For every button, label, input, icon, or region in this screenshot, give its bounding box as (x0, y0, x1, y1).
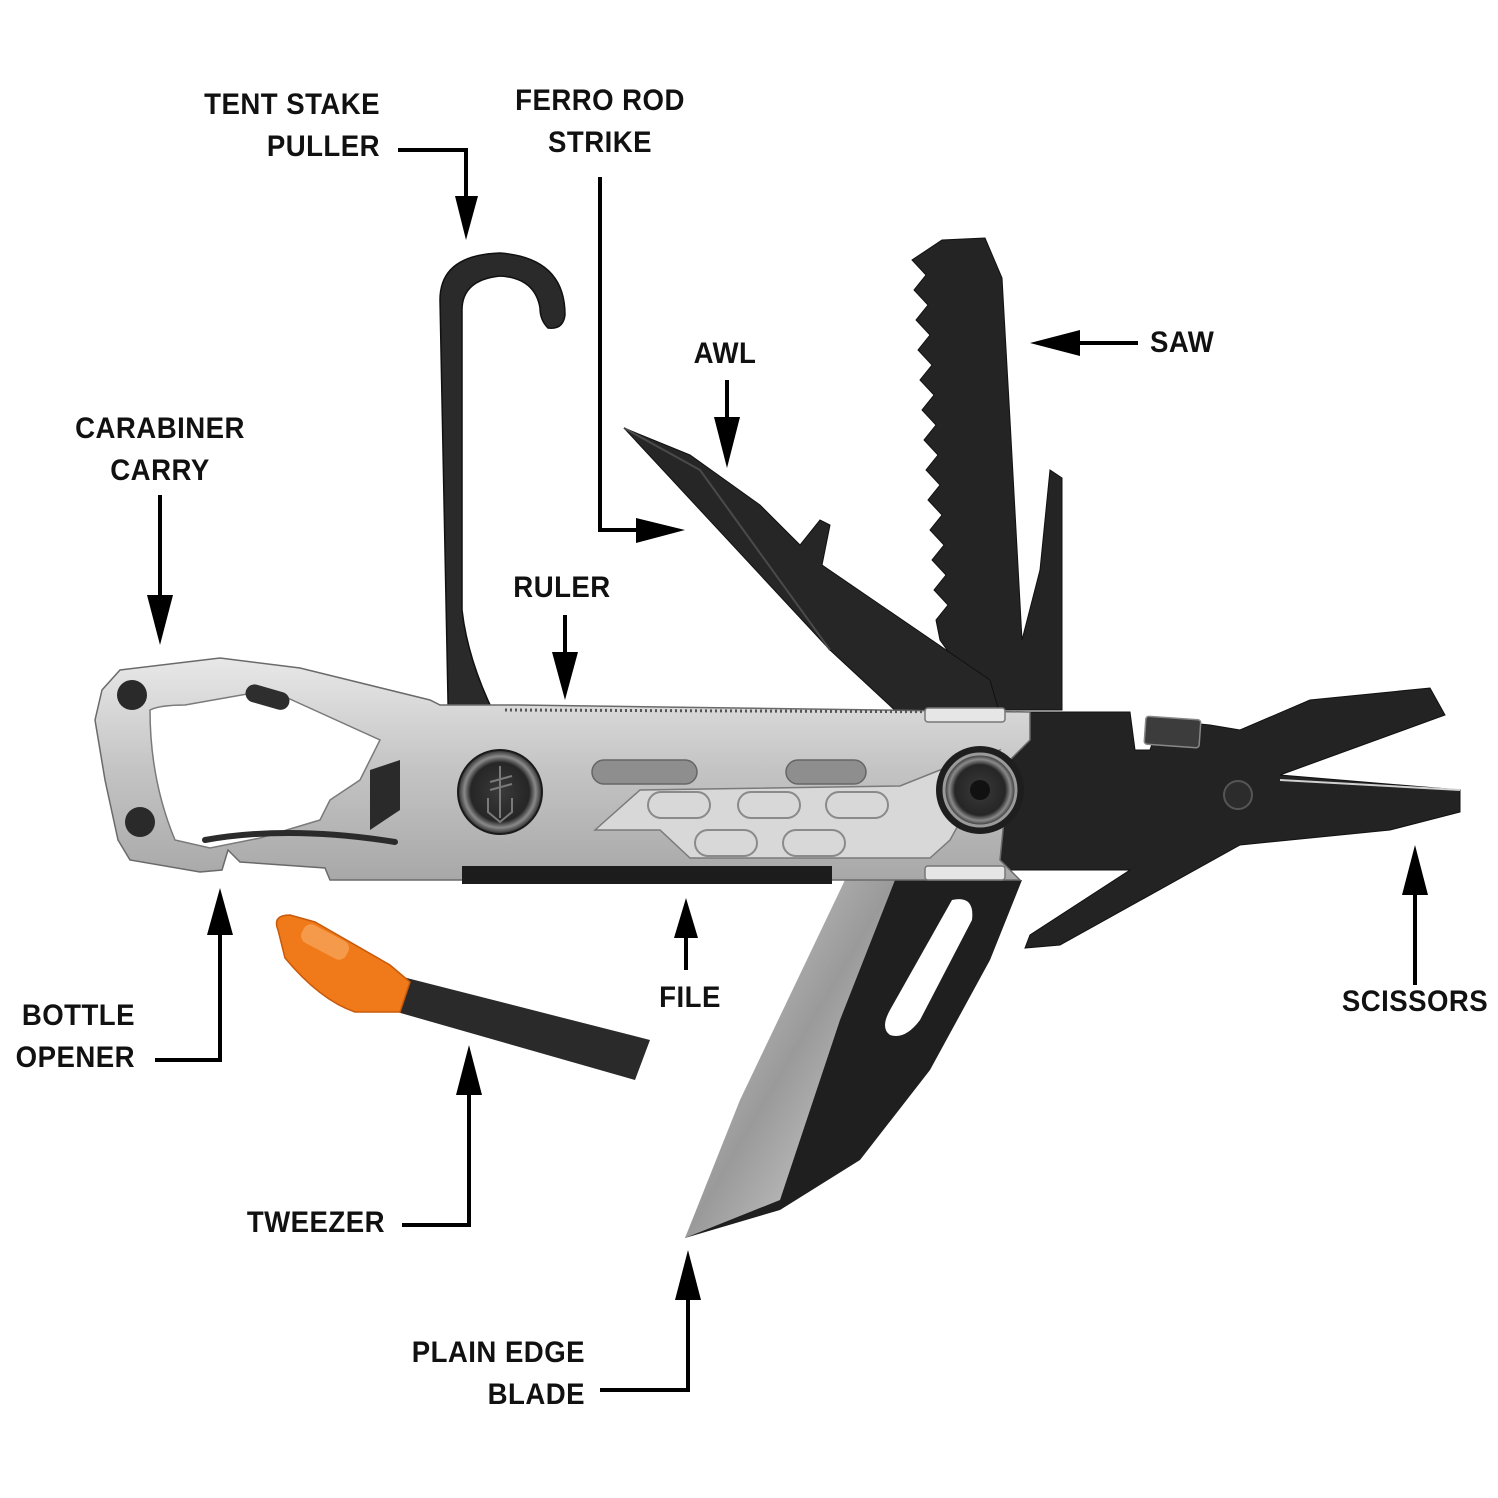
label-tweezer: TWEEZER (246, 1206, 385, 1239)
label-ruler: RULER (513, 571, 611, 604)
label-awl: AWL (693, 337, 757, 370)
label-ferro-rod-strike: FERRO ROD STRIKE (515, 84, 685, 159)
tweezer-tool (275, 914, 650, 1080)
logo-pivot (457, 749, 543, 835)
label-bottle-opener: BOTTLE OPENER (15, 999, 135, 1074)
tent-stake-puller-tool (439, 252, 566, 842)
scissors-tool (999, 687, 1461, 949)
awl-tool (623, 427, 1001, 716)
label-tent-stake-puller: TENT STAKE PULLER (204, 88, 380, 163)
handle-body (94, 657, 1031, 884)
torx-pivot (936, 746, 1024, 834)
label-file: FILE (659, 981, 721, 1014)
plain-edge-blade-tool (685, 880, 1022, 1238)
label-plain-edge-blade: PLAIN EDGE BLADE (411, 1336, 585, 1411)
label-carabiner-carry: CARABINER CARRY (75, 412, 245, 487)
saw-tool (911, 237, 1063, 711)
label-scissors: SCISSORS (1341, 985, 1489, 1018)
label-saw: SAW (1150, 326, 1215, 359)
callout-arrows (147, 148, 1428, 1392)
